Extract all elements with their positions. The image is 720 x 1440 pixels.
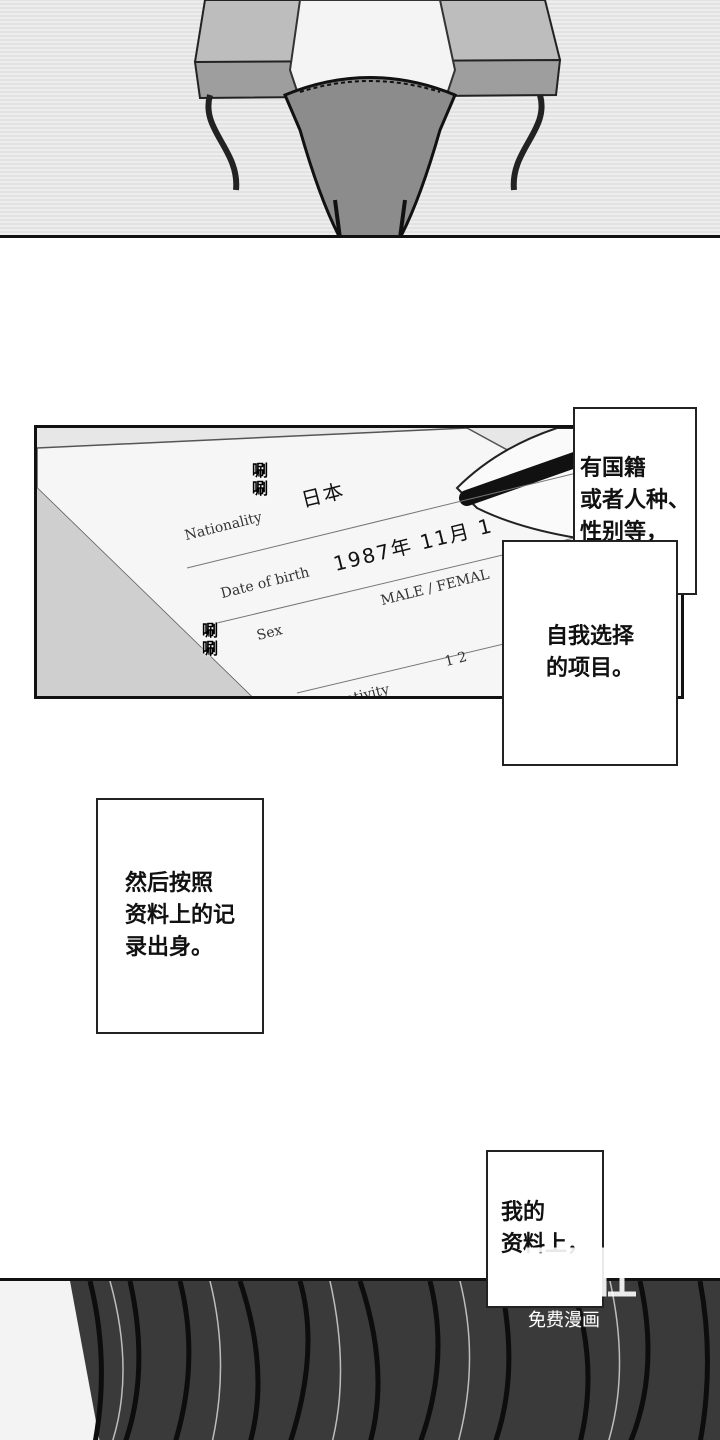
caption-box: 然后按照 资料上的记 录出身。 — [96, 798, 264, 1034]
table-chair-illustration — [193, 0, 562, 235]
sound-effect-swish: 唰 唰 — [252, 461, 269, 498]
caption-text: 我的 资料上， — [500, 1200, 589, 1257]
caption-text: 自我选择 的项目。 — [545, 624, 634, 681]
watermark-subtitle: 免费漫画 — [528, 1310, 600, 1331]
sound-effect-swish: 唰 唰 — [202, 621, 219, 658]
watermark-logo: 免费漫画 — [522, 1240, 642, 1340]
caption-text: 然后按照 资料上的记 录出身。 — [124, 871, 235, 960]
watermark-logo-icon — [525, 1247, 636, 1297]
caption-box: 自我选择 的项目。 — [502, 540, 678, 766]
caption-text: 有国籍 或者人种、 性别等， — [579, 456, 690, 545]
top-panel-table-scene — [0, 0, 720, 238]
